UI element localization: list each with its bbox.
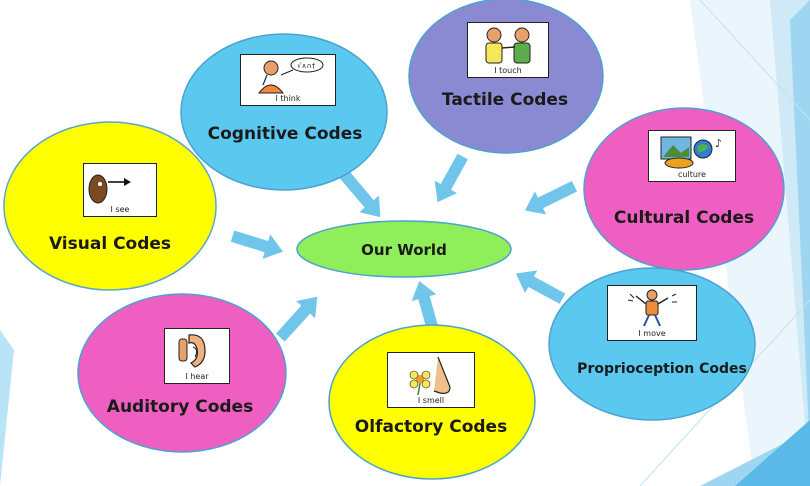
nose-flower-icon: [409, 356, 451, 396]
arrows-layer: [229, 152, 579, 344]
center-label: Our World: [361, 241, 447, 259]
svg-text:√∧∩†: √∧∩†: [297, 62, 316, 70]
visual-symbol-card: I see: [83, 163, 157, 217]
two-people-touch-icon: [485, 27, 531, 64]
cognitive-arrow: [338, 168, 382, 219]
tactile-label: Tactile Codes: [441, 90, 569, 110]
cognitive-caption: I think: [275, 94, 301, 103]
tactile-symbol-card: I touch: [467, 22, 549, 78]
proprioception-symbol-card: I move: [607, 285, 697, 341]
cognitive-symbol-card: √∧∩† I think: [240, 54, 336, 106]
cognitive-label: Cognitive Codes: [207, 124, 363, 144]
svg-text:♪: ♪: [715, 137, 722, 150]
proprioception-caption: I move: [638, 329, 666, 338]
moving-person-icon: [627, 289, 677, 327]
olfactory-caption: I smell: [417, 396, 445, 405]
eye-face-icon: [88, 174, 131, 204]
visual-arrow: [229, 229, 285, 261]
culture-globe-icon: ♪: [660, 136, 722, 169]
proprioception-node-ellipse: [548, 267, 756, 421]
center-node-ellipse: [296, 220, 512, 278]
visual-caption: I see: [110, 205, 130, 214]
cultural-label: Cultural Codes: [613, 208, 755, 228]
auditory-symbol-card: I hear: [164, 328, 230, 384]
cultural-symbol-card: ♪ culture: [648, 130, 736, 182]
cultural-arrow: [523, 179, 579, 217]
tactile-caption: I touch: [494, 66, 522, 75]
ear-icon: [178, 334, 206, 368]
olfactory-symbol-card: I smell: [387, 352, 475, 408]
auditory-label: Auditory Codes: [106, 397, 254, 417]
proprioception-label: Proprioception Codes: [577, 361, 747, 377]
thinking-person-icon: √∧∩†: [257, 57, 324, 94]
auditory-caption: I hear: [185, 372, 209, 381]
olfactory-label: Olfactory Codes: [354, 417, 508, 437]
visual-label: Visual Codes: [48, 234, 172, 254]
proprioception-arrow: [514, 268, 567, 306]
tactile-arrow: [433, 152, 470, 204]
cultural-caption: culture: [678, 170, 706, 179]
auditory-arrow: [274, 295, 319, 344]
olfactory-arrow: [409, 279, 441, 333]
